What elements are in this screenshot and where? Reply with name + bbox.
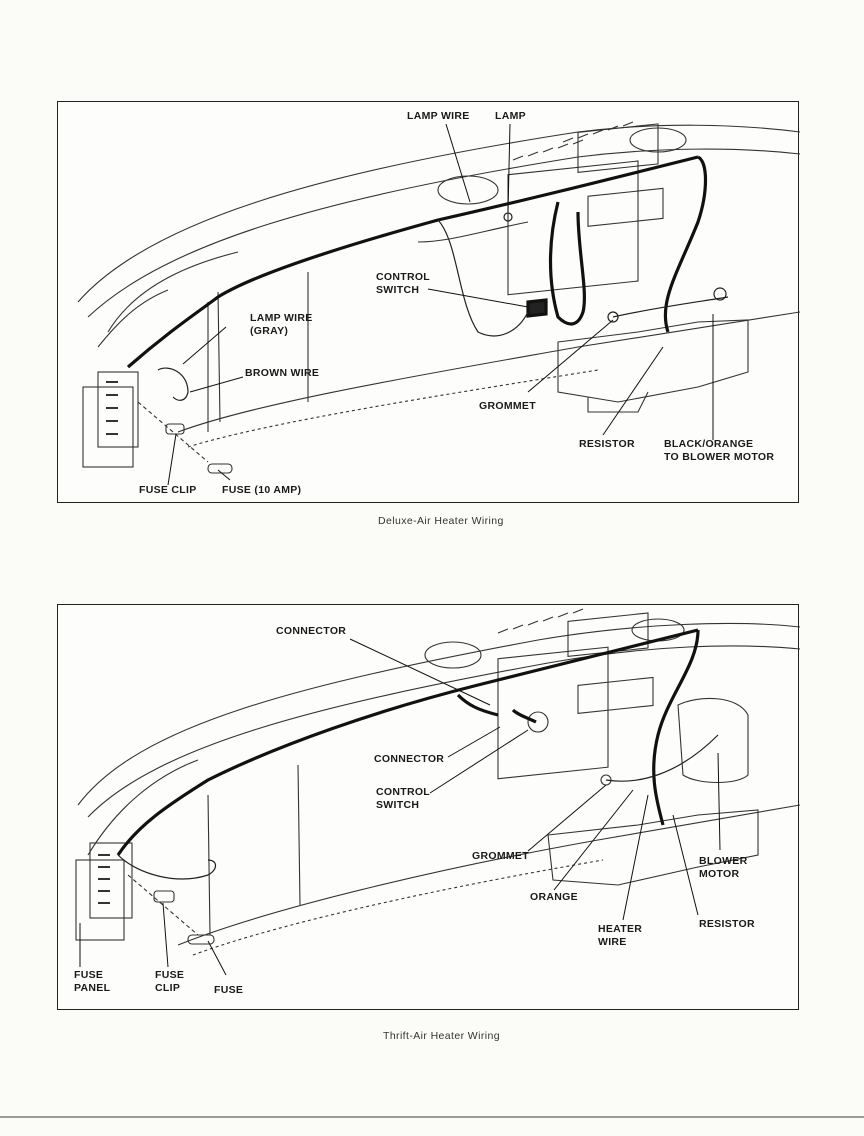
label-fuse-panel: FUSE PANEL xyxy=(74,969,111,994)
label-orange: ORANGE xyxy=(530,891,578,903)
caption-thrift-air: Thrift-Air Heater Wiring xyxy=(383,1030,500,1042)
page-edge-rule xyxy=(0,1116,864,1118)
label-lamp-wire: LAMP WIRE xyxy=(407,110,470,122)
label-grommet: GROMMET xyxy=(479,400,536,412)
label-fuse: FUSE xyxy=(214,984,244,996)
label-resistor: RESISTOR xyxy=(579,438,635,450)
thrift-air-diagram-panel: CONNECTOR CONNECTOR CONTROL SWITCH GROMM… xyxy=(57,604,800,1010)
label-control-switch: CONTROL SWITCH xyxy=(376,786,431,811)
label-black-orange: BLACK/ORANGE TO BLOWER MOTOR xyxy=(664,438,775,463)
label-control-switch: CONTROL SWITCH xyxy=(376,271,431,296)
label-fuse-clip: FUSE CLIP xyxy=(139,484,197,496)
label-heater-wire: HEATER WIRE xyxy=(598,923,643,948)
label-lamp-wire-gray: LAMP WIRE (GRAY) xyxy=(250,312,313,337)
caption-deluxe-air: Deluxe-Air Heater Wiring xyxy=(378,515,504,527)
label-lamp: LAMP xyxy=(495,110,526,122)
label-connector: CONNECTOR xyxy=(374,753,445,765)
label-resistor: RESISTOR xyxy=(699,918,755,930)
label-connector-top: CONNECTOR xyxy=(276,625,347,637)
deluxe-air-diagram-panel: LAMP WIRE LAMP CONTROL SWITCH LAMP WIRE … xyxy=(57,101,800,503)
label-fuse-10-amp: FUSE (10 AMP) xyxy=(222,484,302,496)
deluxe-air-illustration xyxy=(77,121,800,486)
label-fuse-clip: FUSE CLIP xyxy=(155,969,185,994)
thrift-air-illustration xyxy=(75,608,800,976)
label-brown-wire: BROWN WIRE xyxy=(245,367,320,379)
label-grommet: GROMMET xyxy=(472,850,529,862)
label-blower-motor: BLOWER MOTOR xyxy=(699,855,748,880)
